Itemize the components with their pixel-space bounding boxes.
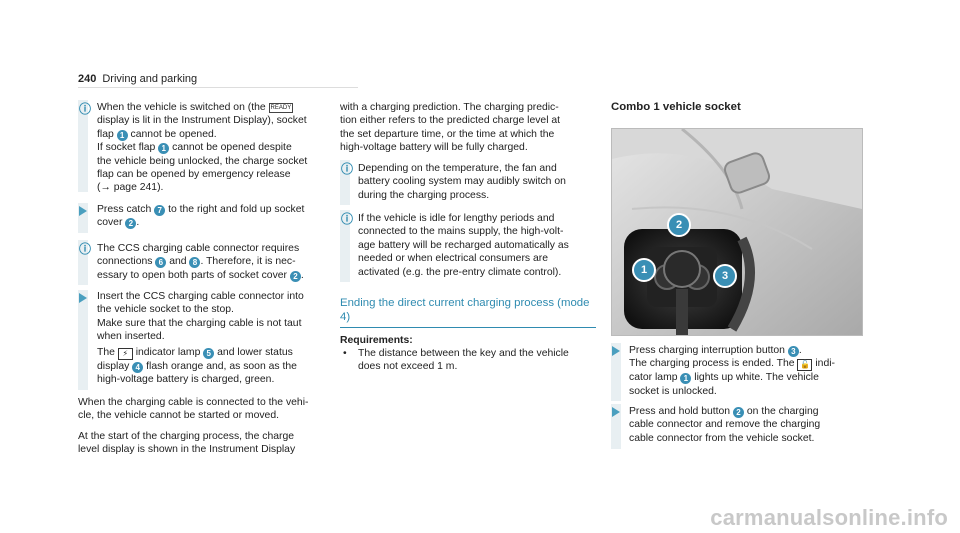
- combo-socket-illustration: [612, 129, 862, 335]
- requirement-item: The distance between the key and the veh…: [358, 348, 569, 373]
- page-header: 240 Driving and parking: [78, 73, 197, 85]
- note-ccs-connections: The CCS charging cable connector require…: [97, 243, 304, 282]
- step-remove-connector: Press and hold button 2 on the charging …: [629, 406, 821, 444]
- note-ready-socket: When the vehicle is switched on (the REA…: [97, 102, 308, 194]
- step-bar: [78, 203, 88, 233]
- info-circle-icon: ⓘ: [341, 162, 354, 176]
- section-heading: Ending the direct current charging proce…: [340, 297, 590, 323]
- step-press-catch: Press catch 7 to the right and fold up s…: [97, 204, 305, 230]
- callout-3: 3: [713, 264, 737, 288]
- info-circle-icon: ⓘ: [79, 102, 92, 116]
- step-insert-connector: Insert the CCS charging cable connector …: [97, 291, 304, 386]
- para-charge-start: At the start of the charging process, th…: [78, 431, 296, 456]
- page-number: 240: [78, 73, 97, 85]
- note-bar: [78, 240, 88, 285]
- step-press-interruption: Press charging interruption button 3. Th…: [629, 345, 836, 397]
- callout-1: 1: [632, 258, 656, 282]
- callout-2: 2: [667, 213, 691, 237]
- info-circle-icon: ⓘ: [341, 212, 354, 226]
- triangle-arrow-icon: [612, 346, 620, 356]
- unlock-icon: 🔓: [797, 359, 813, 372]
- step-bar: [611, 404, 621, 449]
- note-fan-cooling: Depending on the temperature, the fan an…: [358, 163, 566, 201]
- charge-indicator-icon: ⚡: [117, 347, 133, 360]
- note-bar: [78, 100, 88, 192]
- header-divider: [78, 87, 358, 88]
- watermark: carmanualsonline.info: [710, 505, 948, 530]
- triangle-arrow-icon: [612, 407, 620, 417]
- requirements-label: Requirements:: [340, 335, 413, 346]
- info-circle-icon: ⓘ: [79, 242, 92, 256]
- para-cable-connected: When the charging cable is connected to …: [78, 397, 309, 422]
- note-idle-recharge: If the vehicle is idle for lengthy perio…: [358, 213, 569, 278]
- ready-indicator-icon: READY: [268, 103, 294, 113]
- note-bar: [340, 210, 350, 282]
- section-title: Driving and parking: [102, 73, 198, 85]
- bullet-dot: •: [343, 348, 347, 359]
- note-bar: [340, 160, 350, 205]
- page-link[interactable]: (→ page 241).: [97, 182, 164, 194]
- triangle-arrow-icon: [79, 206, 87, 216]
- para-charge-prediction: with a charging prediction. The charging…: [340, 102, 561, 154]
- section-divider: [340, 327, 596, 328]
- triangle-arrow-icon: [79, 293, 87, 303]
- step-bar: [78, 290, 88, 390]
- image-title: Combo 1 vehicle socket: [611, 101, 741, 113]
- step-bar: [611, 343, 621, 401]
- socket-photo: 2 1 3: [611, 128, 863, 336]
